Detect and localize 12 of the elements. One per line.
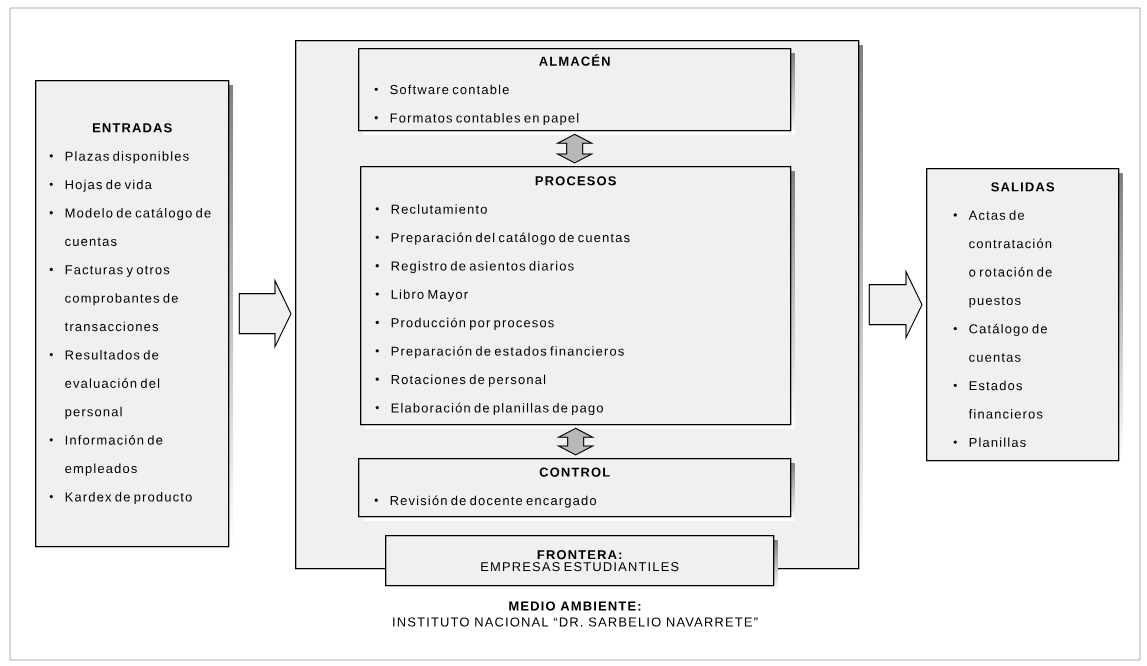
list-box: PROCESOS Reclutamiento Preparación del catálogo de cuentas Registro de asientos diarios Libro Mayor Producción por procesos Preparación de estados financieros Rotaciones de personal Elaboración de planillas de pago [360, 166, 795, 429]
list-box: ALMACÉN Software contable Formatos contables en papel [358, 48, 795, 135]
caption-text: MEDIO AMBIENTE: [509, 601, 641, 611]
block-arrow [555, 133, 594, 164]
boundary-box: FRONTERA: EMPRESAS ESTUDIANTILES [385, 535, 778, 590]
block-arrow [868, 269, 923, 341]
list-box: ENTRADAS Plazas disponibles Hojas de vida Modelo de catálogo de cuentas Facturas y otros comprobantes de transacciones Resultados de evaluación del personal Información de empleados Kardex de producto [35, 80, 233, 551]
list-box: CONTROL Revisión de docente encargado [358, 458, 795, 521]
block-arrow [556, 427, 595, 456]
list-box: SALIDAS Actas de contratación o rotación de puestos Catálogo de cuentas Estados financieros Planillas [926, 168, 1123, 465]
caption-text: INSTITUTO NACIONAL “DR. SARBELIO NAVARRETE” [393, 617, 758, 627]
block-arrow [238, 278, 292, 350]
